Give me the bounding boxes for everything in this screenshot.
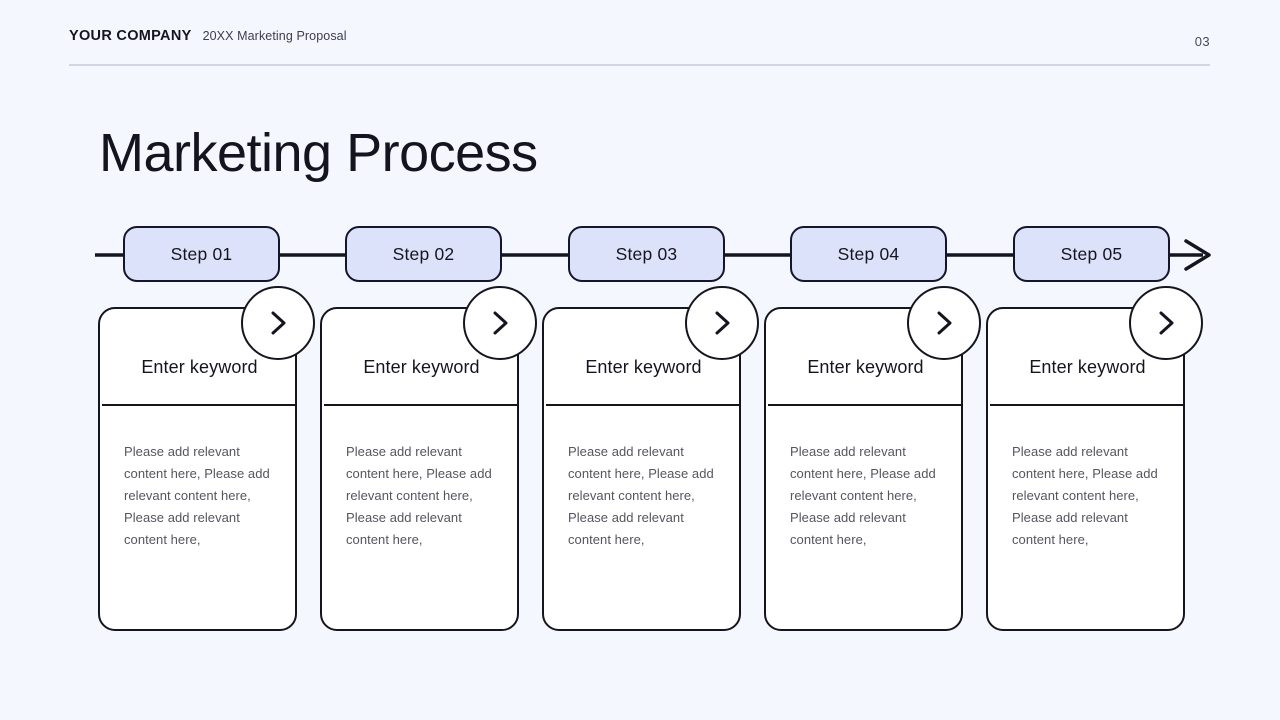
timeline-connector-line — [95, 239, 1211, 271]
card-panel: Enter keyword Please add relevant conten… — [986, 307, 1185, 631]
card-divider — [990, 404, 1185, 406]
page-title: Marketing Process — [99, 123, 538, 183]
process-card-4[interactable]: Enter keyword Please add relevant conten… — [764, 286, 990, 636]
card-panel: Enter keyword Please add relevant conten… — [320, 307, 519, 631]
card-divider — [546, 404, 741, 406]
process-card-1[interactable]: Enter keyword Please add relevant conten… — [98, 286, 324, 636]
step-label: Step 04 — [837, 243, 900, 264]
step-pill-4[interactable]: Step 04 — [790, 226, 947, 282]
card-heading: Enter keyword — [363, 357, 480, 377]
chevron-right-icon[interactable] — [685, 286, 759, 360]
chevron-right-icon[interactable] — [907, 286, 981, 360]
step-pill-2[interactable]: Step 02 — [345, 226, 502, 282]
chevron-right-icon[interactable] — [241, 286, 315, 360]
card-body-text: Please add relevant content here, Please… — [790, 444, 936, 547]
process-card-2[interactable]: Enter keyword Please add relevant conten… — [320, 286, 546, 636]
process-card-5[interactable]: Enter keyword Please add relevant conten… — [986, 286, 1212, 636]
step-pill-3[interactable]: Step 03 — [568, 226, 725, 282]
slide-header: YOUR COMPANY 20XX Marketing Proposal 03 — [69, 28, 1210, 64]
card-divider — [102, 404, 297, 406]
card-panel: Enter keyword Please add relevant conten… — [764, 307, 963, 631]
step-pill-1[interactable]: Step 01 — [123, 226, 280, 282]
card-body-text: Please add relevant content here, Please… — [568, 444, 714, 547]
chevron-right-icon[interactable] — [1129, 286, 1203, 360]
process-cards: Enter keyword Please add relevant conten… — [0, 286, 1280, 636]
page-number: 03 — [1194, 34, 1210, 49]
chevron-right-icon[interactable] — [463, 286, 537, 360]
card-heading: Enter keyword — [1029, 357, 1146, 377]
step-label: Step 05 — [1060, 243, 1123, 264]
card-body-text: Please add relevant content here, Please… — [346, 444, 492, 547]
card-heading: Enter keyword — [585, 357, 702, 377]
card-body-text: Please add relevant content here, Please… — [1012, 444, 1158, 547]
card-panel: Enter keyword Please add relevant conten… — [542, 307, 741, 631]
step-label: Step 02 — [392, 243, 455, 264]
header-subtitle: 20XX Marketing Proposal — [202, 29, 347, 43]
process-card-3[interactable]: Enter keyword Please add relevant conten… — [542, 286, 768, 636]
header-brand-group: YOUR COMPANY 20XX Marketing Proposal — [69, 28, 1195, 44]
card-heading: Enter keyword — [141, 357, 258, 377]
timeline-arrowhead — [1184, 239, 1211, 271]
card-body-text: Please add relevant content here, Please… — [124, 444, 270, 547]
step-pill-5[interactable]: Step 05 — [1013, 226, 1170, 282]
card-divider — [768, 404, 963, 406]
card-divider — [324, 404, 519, 406]
step-label: Step 01 — [170, 243, 233, 264]
company-name: YOUR COMPANY — [69, 28, 192, 44]
step-label: Step 03 — [615, 243, 678, 264]
process-timeline: Step 01 Step 02 Step 03 Step 04 Step 05 — [0, 226, 1280, 284]
card-heading: Enter keyword — [807, 357, 924, 377]
header-divider — [69, 64, 1210, 66]
card-panel: Enter keyword Please add relevant conten… — [98, 307, 297, 631]
